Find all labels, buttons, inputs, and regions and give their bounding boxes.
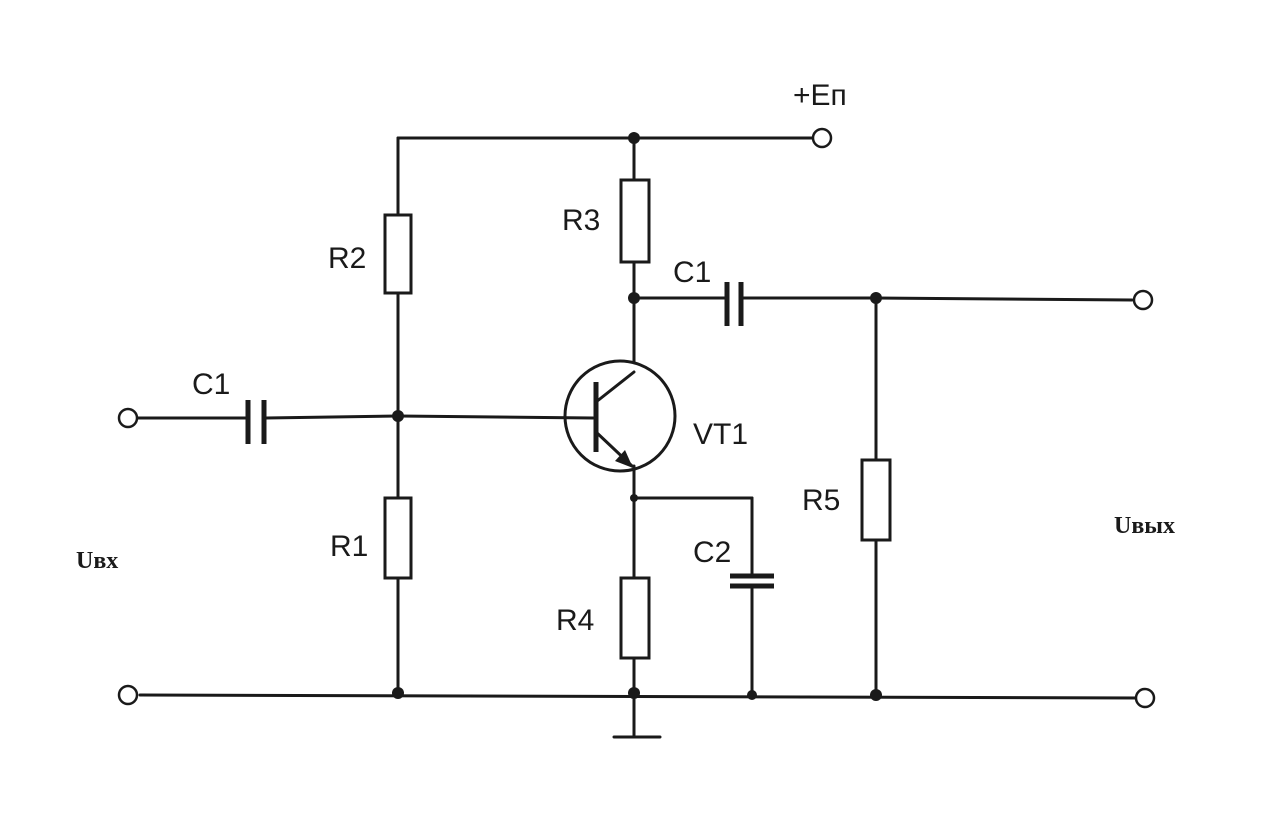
c2-label: C2 xyxy=(693,536,731,569)
transistor-vt1 xyxy=(563,359,677,473)
supply-label: +Еп xyxy=(793,79,847,112)
terminal-output xyxy=(1132,289,1154,311)
resistor-r1 xyxy=(383,413,413,695)
junction-nodes xyxy=(392,132,882,701)
node-supply xyxy=(628,132,640,144)
capacitor-c2 xyxy=(730,573,774,697)
node-ground-r4 xyxy=(628,687,640,699)
ground-rail xyxy=(138,693,1142,700)
emitter-wire xyxy=(632,464,754,580)
c1-output-label: C1 xyxy=(673,256,711,289)
resistor-r2 xyxy=(383,213,413,417)
r2-label: R2 xyxy=(328,242,366,275)
terminal-input xyxy=(117,407,139,429)
output-voltage-label: Uвых xyxy=(1114,513,1175,539)
capacitor-c1-input xyxy=(245,400,267,444)
terminal-supply xyxy=(811,127,833,149)
node-base xyxy=(392,410,404,422)
r3-label: R3 xyxy=(562,204,600,237)
r4-label: R4 xyxy=(556,604,594,637)
node-emitter xyxy=(630,494,638,502)
output-wire xyxy=(632,296,1134,302)
vt1-label: VT1 xyxy=(693,418,748,451)
r5-label: R5 xyxy=(802,484,840,517)
resistor-r5 xyxy=(860,296,892,697)
terminals xyxy=(117,127,1156,709)
resistor-r4 xyxy=(619,576,651,695)
resistor-r3 xyxy=(619,136,651,364)
terminal-output-ground xyxy=(1134,687,1156,709)
supply-rail xyxy=(396,136,814,217)
c1-input-label: C1 xyxy=(192,368,230,401)
node-ground-c2 xyxy=(747,690,757,700)
node-collector xyxy=(628,292,640,304)
input-voltage-label: Uвх xyxy=(76,548,118,574)
ground-symbol xyxy=(612,693,662,739)
input-wire xyxy=(136,414,595,420)
terminal-input-ground xyxy=(117,684,139,706)
node-ground-r5 xyxy=(870,689,882,701)
node-ground-r1 xyxy=(392,687,404,699)
r1-label: R1 xyxy=(330,530,368,563)
capacitor-c1-output xyxy=(724,282,744,326)
node-output xyxy=(870,292,882,304)
